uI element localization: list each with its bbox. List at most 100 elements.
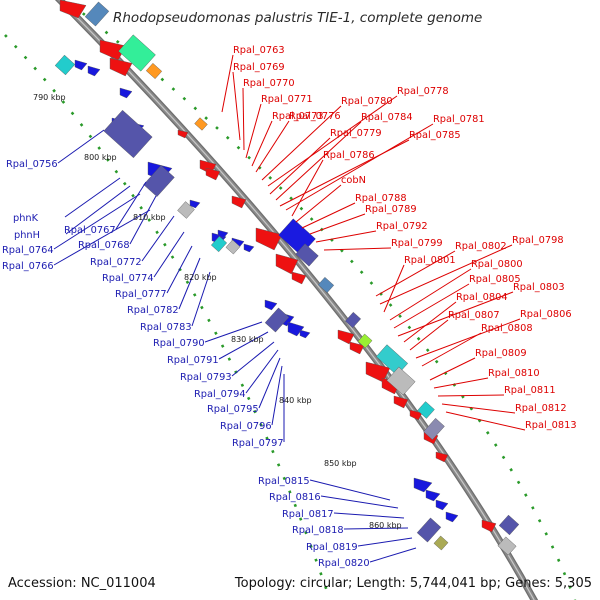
reverse-gene-label: Rpal_0774 bbox=[102, 273, 154, 284]
forward-gene-block bbox=[84, 1, 110, 27]
forward-gene-label: Rpal_0776 bbox=[289, 111, 341, 122]
reverse-gene-arrow bbox=[287, 321, 305, 337]
forward-gene-label: Rpal_0800 bbox=[471, 259, 523, 270]
forward-gene-label: Rpal_0802 bbox=[455, 241, 507, 252]
reverse-label-leader bbox=[64, 177, 121, 218]
reverse-gene-label: Rpal_0772 bbox=[90, 257, 142, 268]
forward-label-leader bbox=[403, 301, 457, 343]
forward-label-leader bbox=[323, 247, 392, 251]
forward-gene-label: Rpal_0804 bbox=[456, 292, 508, 303]
reverse-label-leader bbox=[258, 357, 281, 409]
reverse-label-leader bbox=[129, 195, 157, 245]
forward-label-leader bbox=[269, 137, 331, 195]
forward-label-leader bbox=[242, 87, 245, 151]
tick-ring-inner bbox=[4, 34, 332, 600]
forward-label-leader bbox=[415, 318, 521, 359]
forward-gene-label: Rpal_0813 bbox=[525, 420, 577, 431]
reverse-gene-label: Rpal_0796 bbox=[220, 421, 272, 432]
forward-gene-label: Rpal_0781 bbox=[433, 114, 485, 125]
forward-label-leader bbox=[232, 71, 241, 141]
reverse-gene-label: Rpal_0793 bbox=[180, 372, 232, 383]
reverse-gene-label: Rpal_0764 bbox=[2, 245, 54, 256]
tick-mark-layer bbox=[4, 0, 577, 600]
reverse-label-leader bbox=[53, 209, 151, 266]
reverse-gene-label: Rpal_0817 bbox=[282, 509, 334, 520]
reverse-gene-label: Rpal_0819 bbox=[306, 542, 358, 553]
forward-gene-label: Rpal_0780 bbox=[341, 96, 393, 107]
leader-line-layer bbox=[53, 54, 526, 563]
forward-label-leader bbox=[221, 54, 234, 113]
forward-label-leader bbox=[275, 121, 362, 201]
reverse-gene-label: Rpal_0766 bbox=[2, 261, 54, 272]
reverse-label-leader bbox=[320, 495, 399, 509]
forward-gene-label: Rpal_0789 bbox=[365, 204, 417, 215]
reverse-gene-label: Rpal_0756 bbox=[6, 159, 58, 170]
reverse-gene-block bbox=[433, 535, 449, 551]
forward-gene-label: Rpal_0773 bbox=[272, 111, 324, 122]
forward-gene-label: Rpal_0806 bbox=[520, 309, 572, 320]
reverse-gene-block bbox=[210, 235, 228, 253]
reverse-gene-arrow bbox=[243, 243, 255, 253]
reverse-gene-block bbox=[103, 109, 153, 159]
forward-gene-block bbox=[423, 418, 445, 440]
reverse-gene-label: Rpal_0794 bbox=[194, 389, 246, 400]
forward-gene-arrow bbox=[291, 271, 307, 285]
forward-gene-block bbox=[194, 117, 208, 131]
reverse-gene-block bbox=[225, 239, 241, 255]
forward-gene-block bbox=[317, 276, 335, 294]
topology-text: Topology: circular; Length: 5,744,041 bp… bbox=[234, 576, 592, 591]
reverse-label-leader bbox=[271, 365, 283, 426]
reverse-gene-arrow bbox=[413, 477, 433, 493]
forward-gene-block bbox=[498, 514, 520, 536]
forward-gene-block bbox=[295, 243, 319, 267]
forward-gene-label: Rpal_0801 bbox=[404, 255, 456, 266]
reverse-gene-label: Rpal_0816 bbox=[269, 492, 321, 503]
forward-label-leader bbox=[267, 95, 398, 187]
forward-gene-label: Rpal_0811 bbox=[504, 385, 556, 396]
forward-label-leader bbox=[255, 120, 290, 173]
reverse-label-leader bbox=[218, 331, 269, 360]
forward-label-leader bbox=[379, 244, 513, 305]
reverse-gene-label: Rpal_0797 bbox=[232, 438, 284, 449]
gene-label-layer: Rpal_0763Rpal_0769Rpal_0770Rpal_0771Rpal… bbox=[2, 45, 577, 569]
forward-gene-arrow bbox=[59, 0, 87, 19]
reverse-gene-label: phnK bbox=[13, 213, 39, 224]
backbone-layer bbox=[54, 0, 539, 600]
forward-gene-label: Rpal_0807 bbox=[448, 310, 500, 321]
forward-gene-block bbox=[357, 333, 373, 349]
forward-gene-label: Rpal_0803 bbox=[513, 282, 565, 293]
forward-label-leader bbox=[445, 411, 526, 431]
forward-gene-arrow bbox=[255, 227, 283, 251]
reverse-label-leader bbox=[141, 215, 175, 262]
forward-gene-label: Rpal_0788 bbox=[355, 193, 407, 204]
scale-tick-label: 800 kbp bbox=[84, 153, 117, 162]
scale-tick-label: 820 kbp bbox=[184, 273, 217, 282]
forward-gene-label: Rpal_0784 bbox=[361, 112, 413, 123]
forward-gene-arrow bbox=[409, 409, 423, 421]
map-title: Rhodopseudomonas palustris TIE-1, comple… bbox=[113, 10, 482, 26]
reverse-label-leader bbox=[309, 479, 391, 501]
forward-gene-label: Rpal_0812 bbox=[515, 403, 567, 414]
reverse-gene-block bbox=[177, 201, 195, 219]
forward-label-leader bbox=[421, 332, 482, 367]
reverse-gene-label: Rpal_0818 bbox=[292, 525, 344, 536]
forward-label-leader bbox=[285, 123, 434, 211]
reverse-gene-arrow bbox=[435, 499, 449, 511]
forward-gene-label: Rpal_0799 bbox=[391, 238, 443, 249]
reverse-label-leader bbox=[191, 271, 211, 327]
reverse-label-leader bbox=[57, 129, 105, 164]
forward-gene-arrow bbox=[231, 195, 247, 209]
forward-gene-label: Rpal_0808 bbox=[481, 323, 533, 334]
forward-gene-block bbox=[344, 311, 362, 329]
forward-gene-label: Rpal_0771 bbox=[261, 94, 313, 105]
reverse-gene-label: Rpal_0768 bbox=[78, 240, 130, 251]
reverse-gene-label: Rpal_0791 bbox=[167, 355, 219, 366]
accession-text: Accession: NC_011004 bbox=[8, 576, 156, 591]
forward-gene-label: Rpal_0769 bbox=[233, 62, 285, 73]
forward-gene-label: Rpal_0810 bbox=[488, 368, 540, 379]
forward-gene-label: Rpal_0778 bbox=[397, 86, 449, 97]
reverse-label-leader bbox=[153, 231, 185, 278]
forward-gene-block bbox=[417, 401, 435, 419]
